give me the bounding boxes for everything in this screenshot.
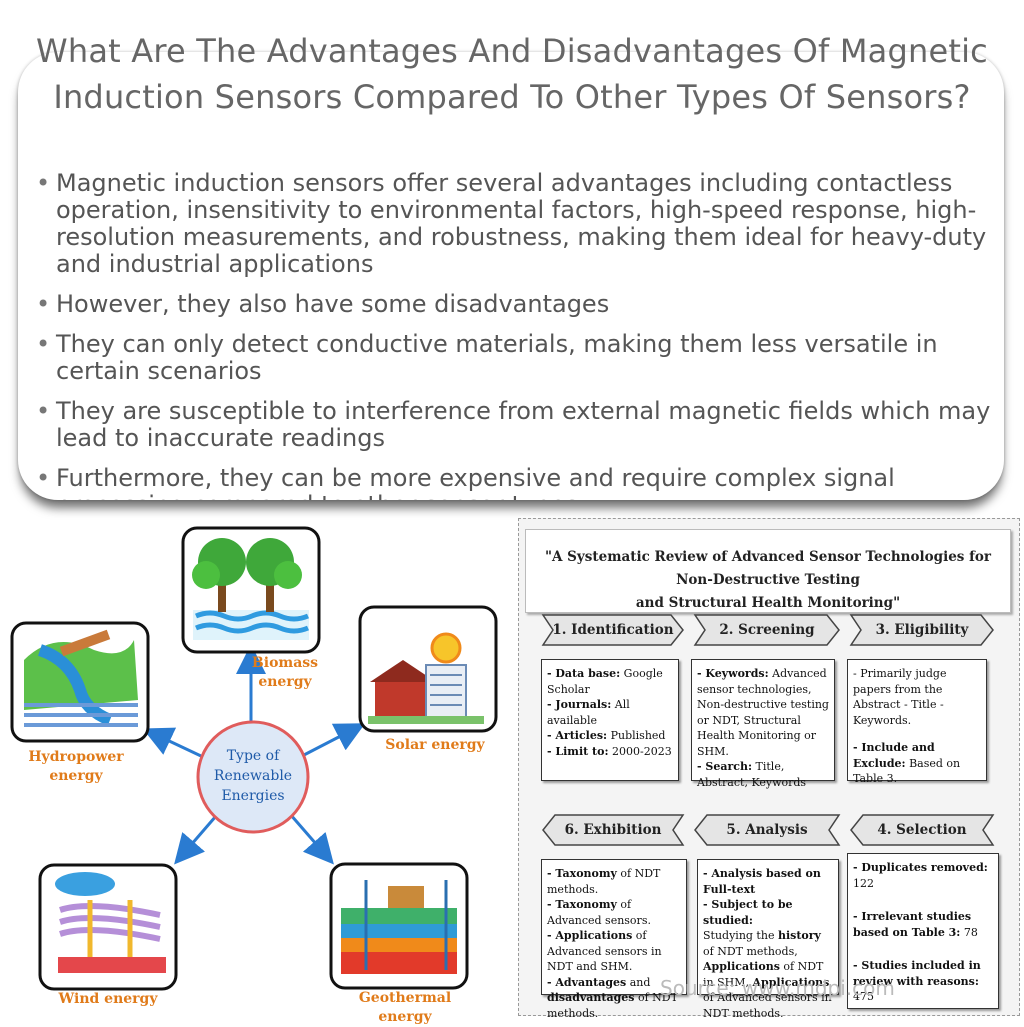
source-credit: Source: www.mdpi.com	[660, 976, 895, 1000]
page-title: What Are The Advantages And Disadvantage…	[36, 32, 988, 116]
stage-screening: 2. Screening	[693, 613, 841, 647]
bullet-item: They are susceptible to interference fro…	[36, 398, 996, 452]
stage-exhibition: 6. Exhibition	[541, 813, 685, 847]
identification-box: - Data base: Google Scholar - Journals: …	[541, 659, 679, 781]
flowchart-title: "A Systematic Review of Advanced Sensor …	[525, 529, 1011, 613]
analysis-box: - Analysis based on Full-text - Subject …	[697, 859, 839, 1020]
bullet-item: They can only detect conductive material…	[36, 331, 996, 385]
geothermal-label: Geothermal energy	[358, 990, 452, 1025]
diagram-arrows	[142, 644, 366, 865]
review-flowchart: "A Systematic Review of Advanced Sensor …	[518, 518, 1020, 1020]
bullet-item: However, they also have some disadvantag…	[36, 291, 996, 319]
diagram-graphics	[10, 526, 498, 991]
center-circle	[196, 720, 310, 834]
stage-analysis: 5. Analysis	[693, 813, 841, 847]
solar-icon	[358, 605, 498, 733]
exhibition-box: - Taxonomy of NDT methods. - Taxonomy of…	[541, 859, 687, 1020]
selection-box: - Duplicates removed: 122 - Irrelevant s…	[847, 853, 999, 1009]
stage-selection: 4. Selection	[849, 813, 995, 847]
solar-label: Solar energy	[385, 737, 485, 753]
bullet-item: Magnetic induction sensors offer several…	[36, 170, 996, 278]
stage-eligibility: 3. Eligibility	[849, 613, 995, 647]
wind-icon	[38, 863, 178, 991]
biomass-icon	[181, 526, 321, 654]
wind-label: Wind energy	[58, 991, 158, 1007]
eligibility-box: - Primarily judge papers from the Abstra…	[847, 659, 987, 785]
screening-box: - Keywords: Advanced sensor technologies…	[691, 659, 835, 789]
bullet-item: Furthermore, they can be more expensive …	[36, 465, 996, 501]
hydropower-icon	[10, 621, 150, 743]
bullet-list: Magnetic induction sensors offer several…	[36, 170, 996, 500]
stage-identification: 1. Identification	[541, 613, 685, 647]
geothermal-icon	[329, 862, 469, 990]
